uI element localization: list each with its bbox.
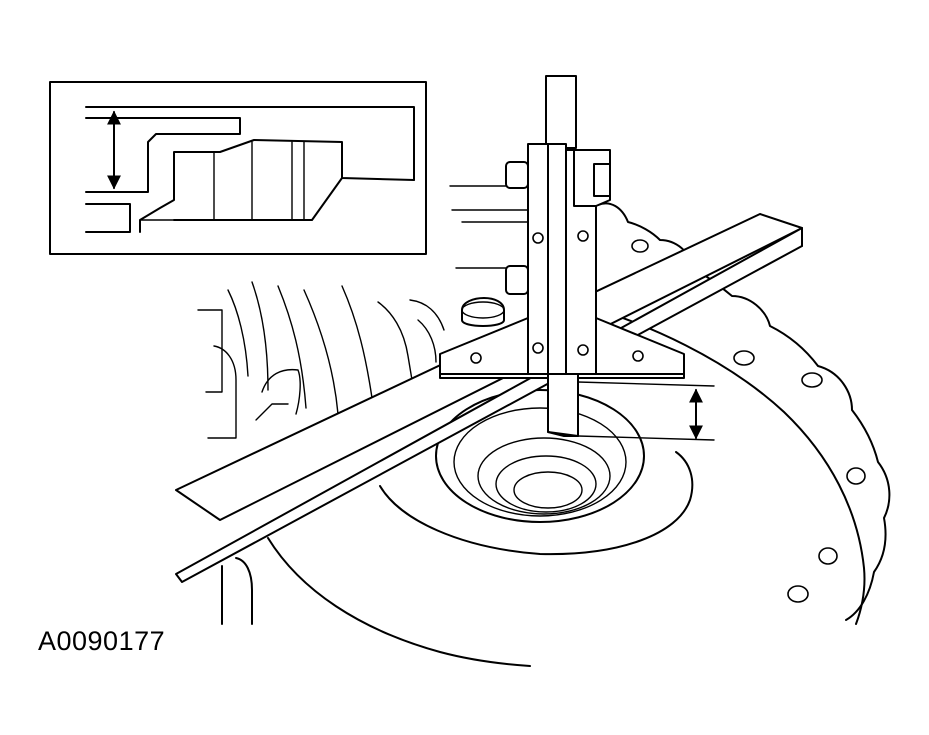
bolt-hole (787, 585, 809, 603)
transmission-case (197, 202, 891, 667)
bore-outer-rim (379, 451, 694, 556)
bolt-hole (818, 547, 838, 565)
rivet (470, 352, 482, 364)
dimension-extension-line (577, 435, 715, 441)
depth-gauge (439, 75, 685, 437)
straightedge-front-face (175, 227, 803, 583)
bore-step (453, 407, 627, 517)
gauge-probe-tip (547, 431, 579, 437)
case-bore (379, 389, 694, 556)
gauge-probe (547, 373, 579, 437)
case-rib (377, 301, 413, 381)
thumb-screw (505, 265, 529, 295)
case-left-bracket (235, 557, 253, 625)
inset-part-profile (139, 139, 415, 233)
bore-lip (435, 389, 645, 523)
case-face-edge (559, 297, 866, 625)
rivet (532, 232, 544, 244)
rivet (577, 344, 589, 356)
gauge-main-rail (545, 75, 577, 149)
inset-reference-line (85, 106, 415, 181)
dimension-extension-line (577, 381, 715, 387)
inset-frame (49, 81, 427, 255)
bolt-hole (631, 239, 649, 253)
case-rib (251, 281, 269, 391)
bore-ring (513, 471, 583, 509)
case-rib (227, 289, 249, 377)
case-rib (341, 285, 373, 399)
bolt-hole (801, 372, 823, 388)
bore-ring (495, 455, 597, 513)
case-rib (255, 403, 289, 421)
case-rib (409, 299, 445, 331)
inset-part-profile (85, 203, 131, 233)
case-stud (461, 297, 505, 327)
case-rib (277, 285, 307, 409)
case-stud-top (461, 301, 505, 319)
case-rib (261, 368, 301, 415)
case-rib (207, 345, 237, 439)
bore-ring (477, 437, 611, 515)
case-rib (197, 309, 223, 393)
bolt-hole (846, 467, 866, 485)
case-bottom-arc (267, 537, 531, 667)
inset-part-profile (85, 117, 241, 193)
case-rib (303, 289, 339, 415)
detail-inset (49, 81, 427, 255)
thumb-screw (505, 161, 529, 189)
bolt-hole (733, 350, 755, 366)
case-flange-outline (597, 202, 891, 621)
case-rib (417, 319, 437, 363)
rivet (532, 342, 544, 354)
rivet (632, 350, 644, 362)
gauge-head-face (573, 149, 597, 207)
inset-part-body (173, 177, 343, 221)
measurement-dimension (577, 381, 715, 441)
gauge-head-window (593, 163, 611, 197)
rivet (577, 230, 589, 242)
figure-id-label: A0090177 (38, 626, 166, 656)
